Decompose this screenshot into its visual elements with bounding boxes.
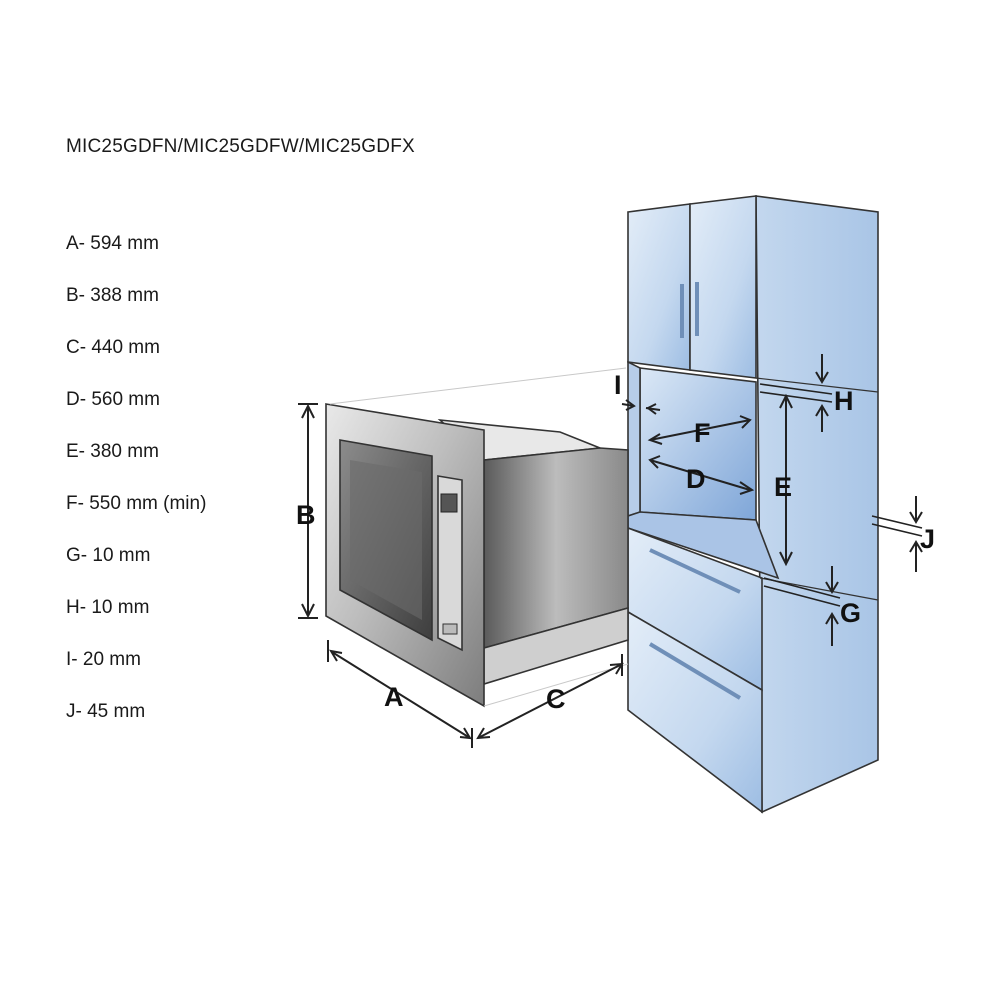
cabinet [627, 195, 879, 814]
label-g: G [840, 598, 861, 628]
dimension-g: G- 10 mm [66, 545, 151, 566]
guide-lines [329, 367, 629, 707]
drawer-lower [627, 610, 763, 814]
dimension-e: E- 380 mm [66, 441, 159, 462]
dimension-c: C- 440 mm [66, 337, 160, 358]
drawer-handle-upper [649, 548, 741, 594]
dimension-b: B- 388 mm [66, 285, 159, 306]
dimension-lines [298, 354, 923, 748]
dimension-f: F- 550 mm (min) [66, 493, 207, 514]
dimension-h: H- 10 mm [66, 597, 150, 618]
label-a: A [384, 682, 404, 712]
label-j: J [920, 524, 935, 554]
oven-control-panel [437, 475, 463, 652]
label-h: H [834, 386, 854, 416]
dimension-i: I- 20 mm [66, 649, 141, 670]
label-f: F [694, 418, 711, 448]
label-i: I [614, 370, 622, 400]
oven-display [440, 493, 458, 513]
dimension-list: A- 594 mm B- 388 mm C- 440 mm D- 560 mm … [66, 230, 206, 750]
model-title: MIC25GDFN/MIC25GDFW/MIC25GDFX [66, 136, 415, 157]
upper-door-right [689, 195, 757, 379]
cabinet-side-panel [755, 195, 879, 814]
dimension-a: A- 594 mm [66, 233, 159, 254]
dimension-d: D- 560 mm [66, 389, 160, 410]
label-b: B [296, 500, 316, 530]
dimension-j: J- 45 mm [66, 701, 146, 722]
label-c: C [546, 684, 566, 714]
drawer-handle-lower [648, 642, 742, 700]
label-d: D [686, 464, 706, 494]
door-release-button [442, 623, 458, 635]
label-e: E [774, 472, 792, 502]
microwave-oven [325, 403, 629, 708]
